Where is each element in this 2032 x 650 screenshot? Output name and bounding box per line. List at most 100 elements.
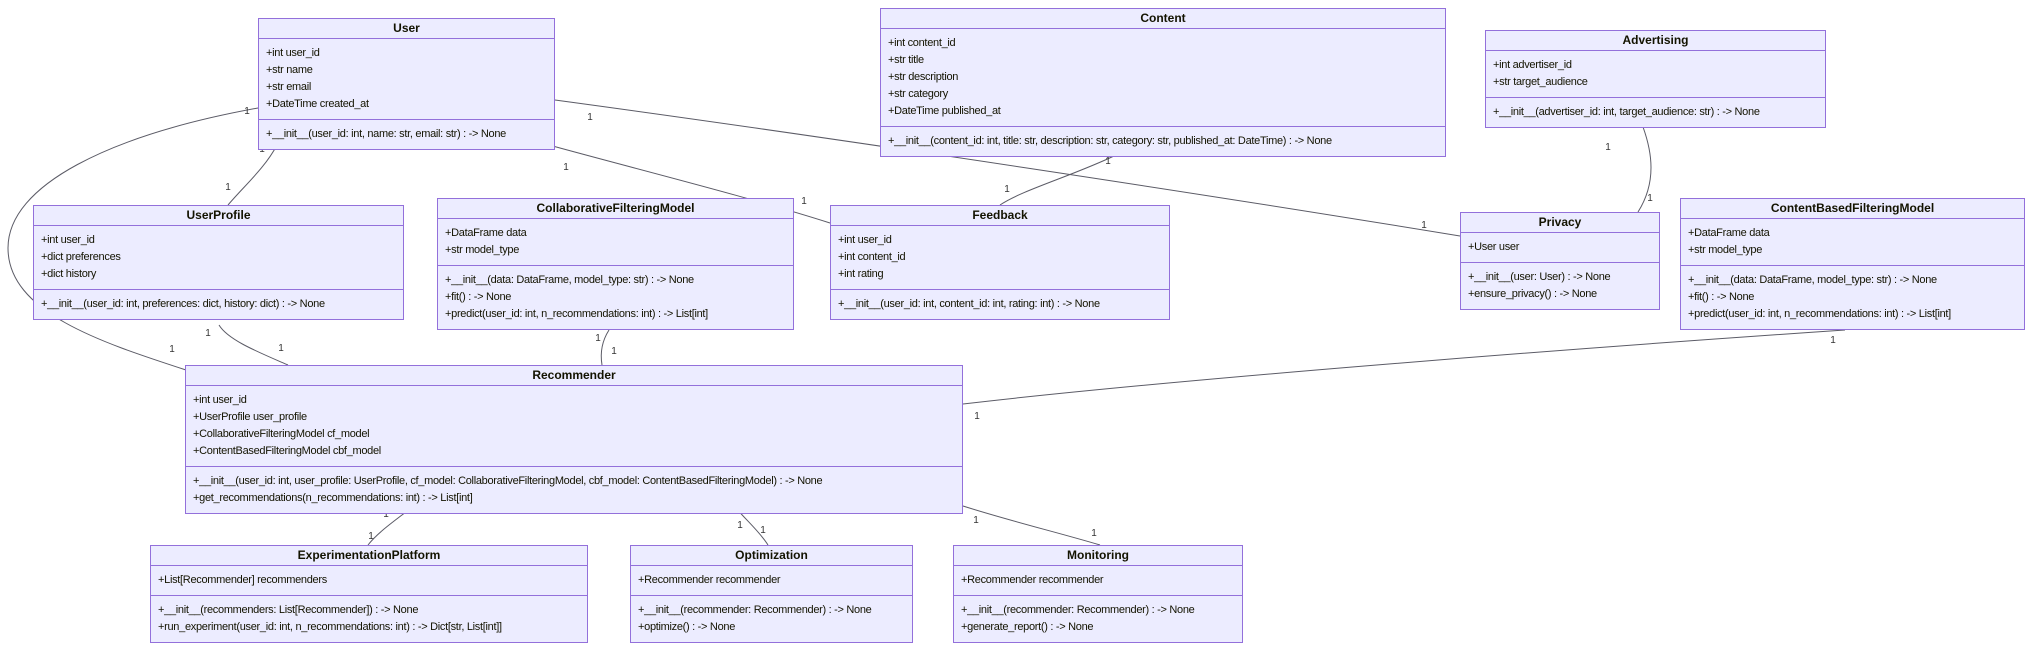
class-box-advertising: Advertising +int advertiser_id +str targ… [1485,30,1826,128]
method-row: +fit() : -> None [1688,291,1755,303]
multiplicity-label: 1 [587,112,593,123]
attributes-section: +Recommender recommender [954,565,1242,595]
multiplicity-label: 1 [973,515,979,526]
attributes-section: +int user_id +dict preferences +dict his… [34,225,403,289]
method-row: +optimize() : -> None [638,621,736,633]
class-box-contentbasedfilteringmodel: ContentBasedFilteringModel +DataFrame da… [1680,198,2025,330]
attribute-row: +Recommender recommender [638,574,781,586]
class-box-user: User +int user_id +str name +str email +… [258,18,555,150]
multiplicity-label: 1 [205,328,211,339]
methods-section: +__init__(recommender: Recommender) : ->… [954,595,1242,642]
method-row: +__init__(recommender: Recommender) : ->… [961,604,1195,616]
multiplicity-label: 1 [760,525,766,536]
attributes-section: +int advertiser_id +str target_audience [1486,50,1825,97]
class-title: UserProfile [186,208,251,222]
methods-section: +__init__(user_id: int, preferences: dic… [34,289,403,319]
attribute-row: +str title [888,54,924,66]
attributes-section: +DataFrame data +str model_type [438,218,793,265]
attribute-row: +ContentBasedFilteringModel cbf_model [193,445,381,457]
attributes-section: +int user_id +int content_id +int rating [831,225,1169,289]
multiplicity-label: 1 [1830,335,1836,346]
class-box-experimentationplatform: ExperimentationPlatform +List[Recommende… [150,545,588,643]
class-title: Feedback [972,208,1028,222]
attribute-row: +str description [888,71,959,83]
method-row: +predict(user_id: int, n_recommendations… [1688,308,1951,320]
method-row: +__init__(user_id: int, content_id: int,… [838,298,1100,310]
method-row: +ensure_privacy() : -> None [1468,288,1597,300]
method-row: +__init__(user_id: int, user_profile: Us… [193,475,823,487]
method-row: +__init__(recommender: Recommender) : ->… [638,604,872,616]
class-box-collaborativefilteringmodel: CollaborativeFilteringModel +DataFrame d… [437,198,794,330]
multiplicity-label: 1 [1105,156,1111,167]
attribute-row: +Recommender recommender [961,574,1104,586]
method-row: +__init__(data: DataFrame, model_type: s… [445,274,694,286]
multiplicity-label: 1 [1605,142,1611,153]
class-title: Monitoring [1067,548,1129,562]
edge-advertising-privacy [1637,126,1652,213]
multiplicity-label: 1 [611,346,617,357]
class-box-recommender: Recommender +int user_id +UserProfile us… [185,365,963,514]
edge-user-userprofile [227,144,278,206]
attribute-row: +DateTime created_at [266,98,369,110]
attribute-row: +int content_id [888,37,956,49]
edge-userprofile-recommender [218,324,289,366]
multiplicity-label: 1 [225,182,231,193]
attribute-row: +str target_audience [1493,76,1588,88]
class-title: ExperimentationPlatform [297,548,441,562]
edge-user-privacy [554,99,1461,237]
multiplicity-label: 1 [1647,193,1653,204]
method-row: +__init__(recommenders: List[Recommender… [158,604,419,616]
class-title: CollaborativeFilteringModel [536,201,695,215]
attributes-section: +Recommender recommender [631,565,912,595]
multiplicity-label: 1 [368,531,374,542]
class-box-privacy: Privacy +User user +__init__(user: User)… [1460,212,1660,310]
methods-section: +__init__(recommenders: List[Recommender… [151,595,587,642]
method-row: +__init__(content_id: int, title: str, d… [888,135,1332,147]
methods-section: +__init__(content_id: int, title: str, d… [881,126,1445,156]
class-title: Content [1140,11,1186,25]
attribute-row: +dict history [41,268,97,280]
multiplicity-label: 1 [278,343,284,354]
edge-cfm-recommender [600,329,610,366]
edge-recommender-monitoring [962,505,1101,546]
class-box-optimization: Optimization +Recommender recommender +_… [630,545,913,643]
attribute-row: +int rating [838,268,884,280]
multiplicity-label: 1 [169,344,175,355]
method-row: +generate_report() : -> None [961,621,1094,633]
class-box-userprofile: UserProfile +int user_id +dict preferenc… [33,205,404,320]
attribute-row: +str email [266,81,311,93]
attributes-section: +DataFrame data +str model_type [1681,218,2024,265]
class-title: Optimization [735,548,808,562]
multiplicity-label: 1 [974,411,980,422]
edge-user-feedback [548,144,831,224]
methods-section: +__init__(recommender: Recommender) : ->… [631,595,912,642]
attributes-section: +int user_id +str name +str email +DateT… [259,38,554,119]
multiplicity-label: 1 [1091,528,1097,539]
method-row: +__init__(data: DataFrame, model_type: s… [1688,274,1937,286]
multiplicity-label: 1 [563,162,569,173]
attribute-row: +DataFrame data [1688,227,1770,239]
edge-cbfm-recommender [962,329,1846,405]
edge-user-recommender [7,107,259,371]
multiplicity-label: 1 [595,333,601,344]
attribute-row: +int user_id [41,234,95,246]
methods-section: +__init__(user: User) : -> None +ensure_… [1461,262,1659,309]
attributes-section: +int content_id +str title +str descript… [881,28,1445,126]
attribute-row: +str name [266,64,313,76]
class-title: User [393,21,420,35]
methods-section: +__init__(user_id: int, name: str, email… [259,119,554,149]
attribute-row: +int user_id [838,234,892,246]
multiplicity-label: 1 [1421,220,1427,231]
method-row: +run_experiment(user_id: int, n_recommen… [158,621,502,633]
attribute-row: +DateTime published_at [888,105,1001,117]
attribute-row: +int content_id [838,251,906,263]
class-title: Recommender [532,368,616,382]
attribute-row: +str category [888,88,948,100]
method-row: +predict(user_id: int, n_recommendations… [445,308,708,320]
method-row: +__init__(advertiser_id: int, target_aud… [1493,106,1760,118]
methods-section: +__init__(advertiser_id: int, target_aud… [1486,97,1825,127]
attributes-section: +int user_id +UserProfile user_profile +… [186,385,962,466]
attribute-row: +User user [1468,241,1520,253]
